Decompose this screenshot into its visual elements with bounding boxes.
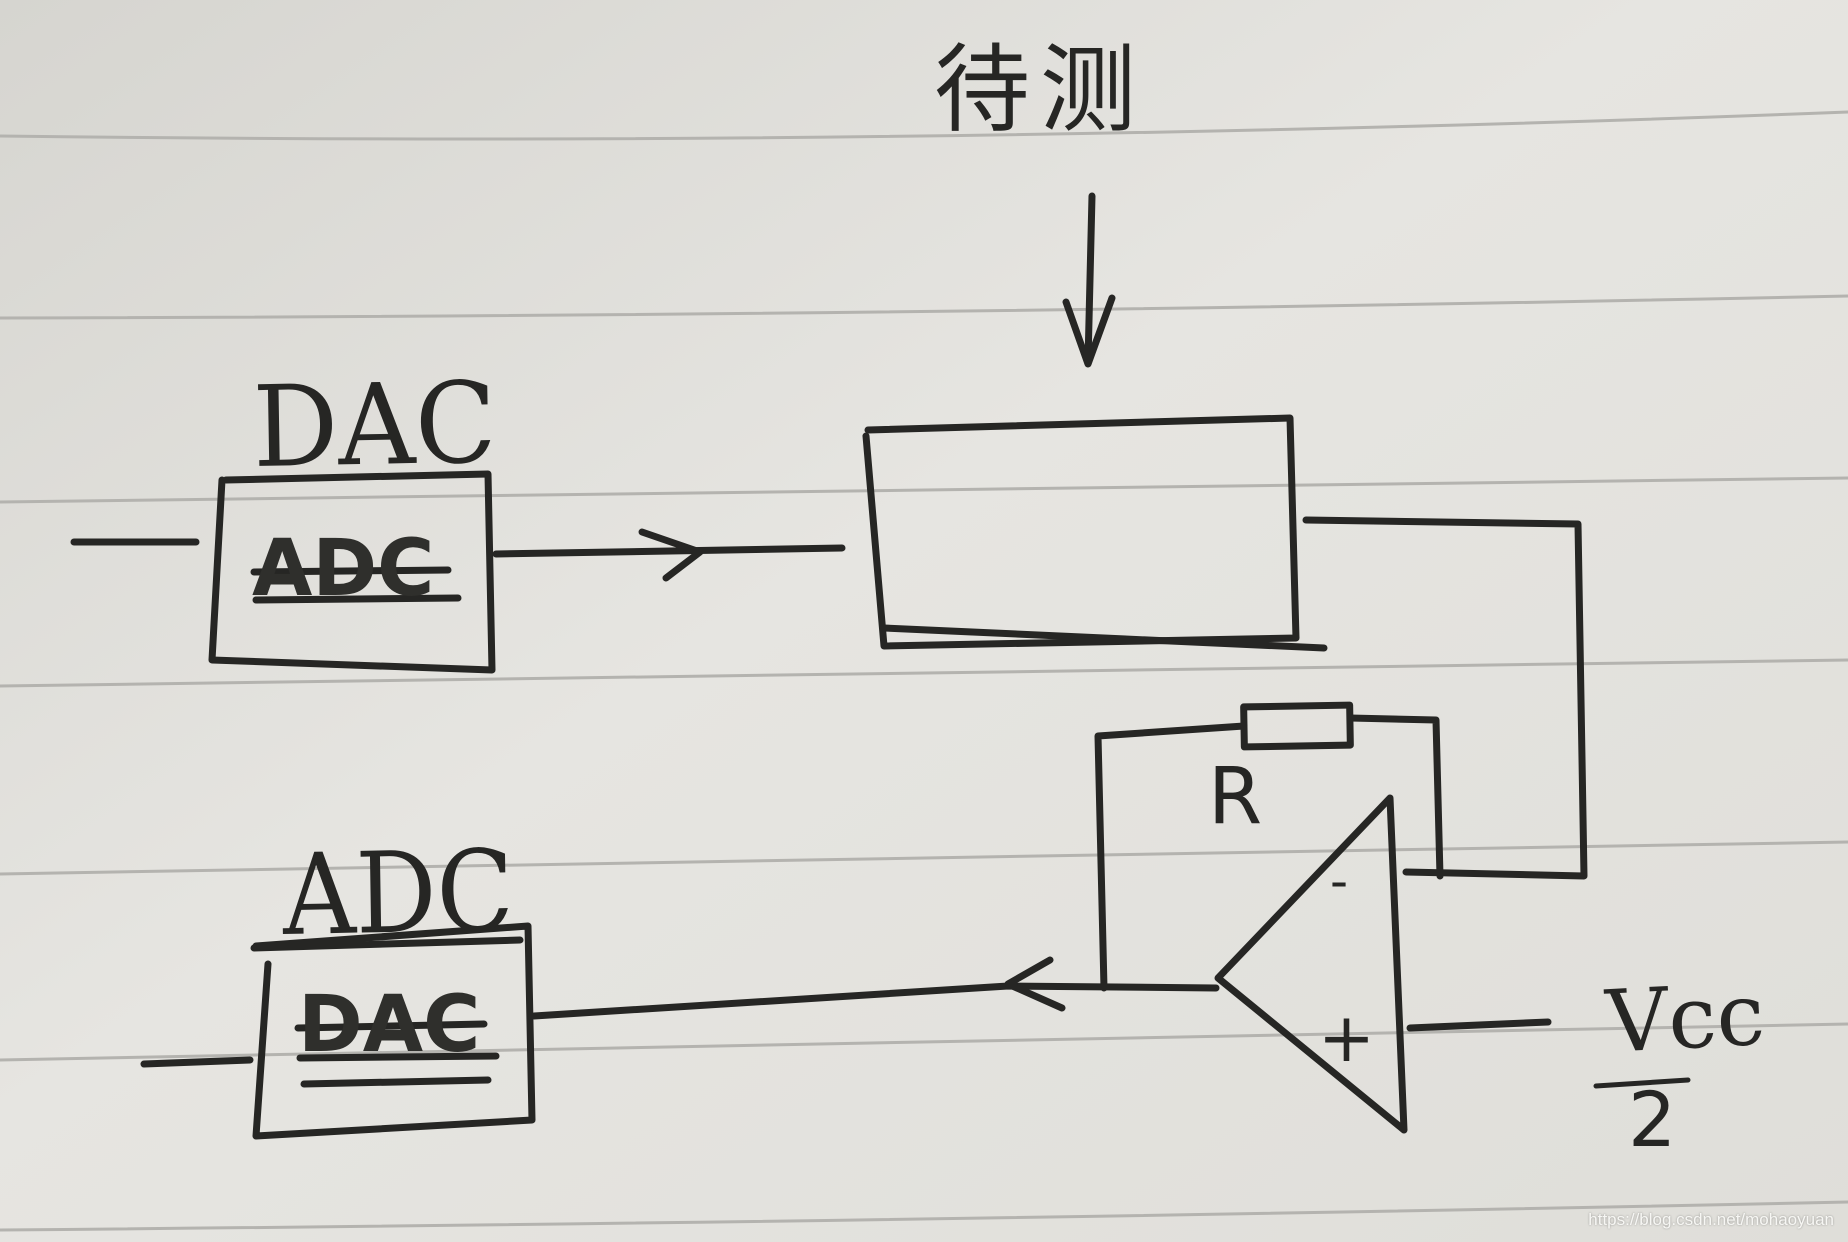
noninverting-input-lead [1406,1018,1552,1032]
vcc-numerator-label: Vcc [1603,964,1768,1073]
adc-block-outline [252,922,536,1140]
dut-block [862,192,1328,652]
feedback-wire-right [1346,714,1444,880]
adc-input-lead [140,1056,254,1068]
ruled-line [0,294,1848,320]
resistor-label: R [1208,752,1263,842]
dac-to-dut-wire [492,528,846,582]
dut-bottom-stroke [880,624,1328,652]
adc-struck-line [296,1052,500,1062]
ruled-line [0,1022,1848,1062]
dac-block-outline [208,470,496,674]
op-amp-triangle [1214,794,1408,1134]
inverting-input-label: - [1330,852,1349,910]
ruled-line [0,1200,1848,1232]
dut-block-outline [862,414,1300,650]
ruled-line [0,110,1848,141]
feedback-network [1094,701,1444,992]
dut-input-arrow-head [1062,294,1116,368]
feedback-wire-left [1094,722,1248,992]
op-amp [1214,794,1552,1134]
arrow-head [638,528,704,582]
ruled-line [0,476,1848,504]
resistor-symbol [1240,701,1354,751]
vcc-fraction-bar [1593,1077,1691,1089]
adc-struck-text: DAC [298,980,481,1070]
adc-struck-line [294,1020,488,1032]
dut-input-arrow-shaft [1084,192,1096,366]
dut-to-opamp-wire [1302,516,1588,880]
arrow-head [1004,956,1066,1012]
adc-struck-line [300,1076,492,1088]
dac-struck-text: ADC [252,524,435,614]
adc-label: ADC [281,826,515,961]
dut-label: 待测 [934,34,1146,146]
watermark-url: https://blog.csdn.net/mohaoyuan [1588,1210,1834,1229]
opamp-to-adc-wire [530,956,1220,1020]
dac-struck-line [252,594,462,604]
adc-block [140,922,536,1140]
signal-wire [492,544,846,558]
adc-top-stroke [250,936,524,952]
ruled-line [0,840,1848,876]
dac-block [70,470,496,674]
dac-struck-line [250,566,452,576]
ruled-lines [0,110,1848,1232]
vcc-denominator-label: 2 [1628,1075,1677,1164]
noninverting-input-label: + [1318,999,1375,1078]
dac-label: DAC [251,358,498,493]
